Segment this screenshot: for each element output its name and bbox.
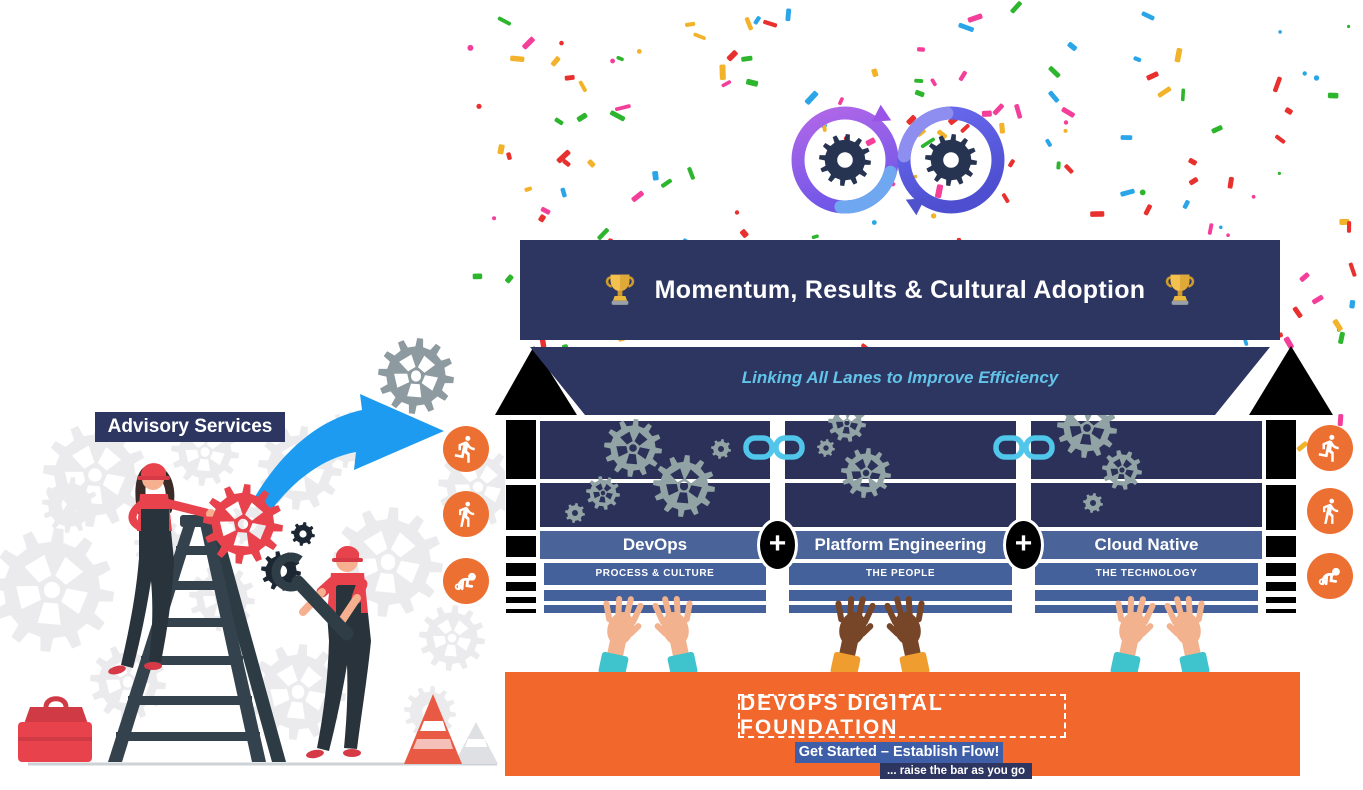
foundation-subtitle: Get Started – Establish Flow!: [795, 742, 1003, 763]
toolbox-icon: [18, 696, 92, 762]
devops-infinity-icon: [791, 104, 1005, 216]
linking-band-text: Linking All Lanes to Improve Efficiency: [741, 368, 1059, 387]
plus-icon: +: [1003, 518, 1044, 572]
foundation-tagline: ... raise the bar as you go: [880, 763, 1032, 779]
red-gear-icon: [203, 484, 315, 564]
walking-person-icon: [1307, 488, 1353, 534]
foundation-title: DEVOPS DIGITAL FOUNDATION: [738, 692, 1066, 739]
foundation-band: DEVOPS DIGITAL FOUNDATION Get Started – …: [505, 672, 1300, 779]
trophy-icon: [605, 274, 634, 305]
advisory-services-label: Advisory Services: [95, 412, 285, 442]
traffic-cone-icon: [404, 694, 498, 764]
lane-panel: [785, 421, 1016, 479]
lane-stripe: [1035, 590, 1258, 601]
crawling-baby-icon: [443, 558, 489, 604]
lane-panel: [785, 483, 1016, 527]
lane-stripe: [544, 590, 766, 601]
trophy-icon: [1166, 274, 1195, 305]
lane-subtitle: THE PEOPLE: [789, 563, 1012, 585]
achievement-banner: Momentum, Results & Cultural Adoption: [520, 240, 1280, 340]
crawling-baby-icon: [1307, 553, 1353, 599]
gear-icon: [378, 338, 454, 414]
walking-person-icon: [443, 491, 489, 537]
lane-panel: [540, 483, 770, 527]
ladder-icon: [108, 515, 286, 762]
gear-icon: [261, 551, 301, 591]
raised-hands-icon: [598, 596, 1210, 679]
wrench-icon: [271, 552, 354, 641]
up-arrow-right-icon: [1249, 346, 1333, 415]
background-gears-icon: [0, 412, 505, 740]
lane-stripe: [544, 605, 766, 613]
lane-stripe: [789, 605, 1012, 613]
worker-man: [299, 545, 371, 759]
lane-subtitle: THE TECHNOLOGY: [1035, 563, 1258, 585]
running-person-icon: [1307, 425, 1353, 471]
worker-woman: [108, 463, 216, 675]
running-person-icon: [443, 426, 489, 472]
plus-icon: +: [757, 518, 798, 572]
lane-panel: [1031, 483, 1262, 527]
lane-panel: [1031, 421, 1262, 479]
banner-title: Momentum, Results & Cultural Adoption: [654, 275, 1146, 304]
lane-title: DevOps: [540, 531, 770, 559]
lane-stripe: [1035, 605, 1258, 613]
lane-stripe: [789, 590, 1012, 601]
up-arrow-left-icon: [495, 346, 577, 415]
workers-illustration: [0, 338, 505, 766]
gear-icon: [819, 134, 977, 186]
lane-title: Platform Engineering: [785, 531, 1016, 559]
lane-subtitle: PROCESS & CULTURE: [544, 563, 766, 585]
lane-title: Cloud Native: [1031, 531, 1262, 559]
lane-panel: [540, 421, 770, 479]
